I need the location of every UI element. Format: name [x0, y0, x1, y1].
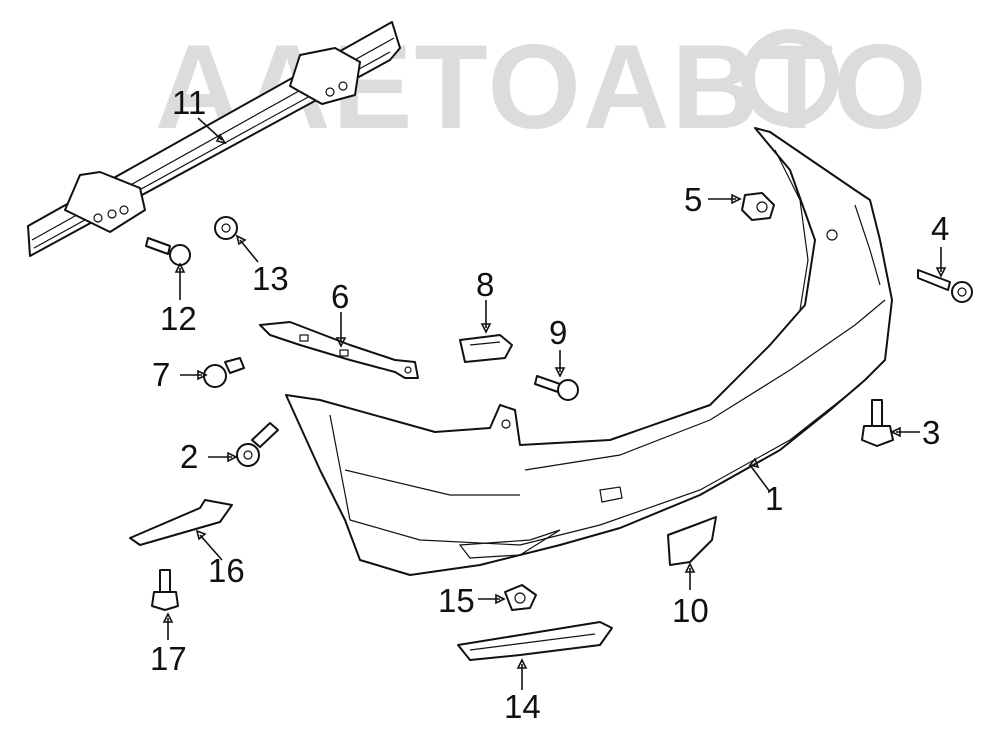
callout-2: 2: [180, 438, 198, 475]
part-13-nut[interactable]: [214, 216, 238, 240]
part-12-bolt[interactable]: [145, 237, 191, 266]
callout-16: 16: [208, 552, 245, 589]
callout-12: 12: [160, 300, 197, 337]
callout-labels: 1 2 3 4 5 6 7 8 9 10 11 12 13 14 15 16 1…: [150, 84, 949, 725]
callout-7: 7: [152, 356, 170, 393]
watermark-logo: AAETOABTO: [155, 20, 927, 154]
callout-5: 5: [684, 181, 702, 218]
callout-8: 8: [476, 266, 494, 303]
watermark-gear-icon: [741, 29, 839, 127]
part-7-clip[interactable]: [203, 357, 245, 388]
callout-3: 3: [922, 414, 940, 451]
callout-13: 13: [252, 260, 289, 297]
part-4-bolt[interactable]: [917, 269, 973, 303]
callout-14: 14: [504, 688, 541, 725]
leader-lines: [162, 117, 947, 690]
part-9-bolt[interactable]: [534, 375, 579, 401]
callout-1: 1: [765, 480, 783, 517]
callout-10: 10: [672, 592, 709, 629]
part-5-clip[interactable]: [741, 192, 775, 221]
part-10-bracket[interactable]: [667, 516, 717, 566]
part-3-bolt[interactable]: [861, 399, 894, 447]
part-17-bolt[interactable]: [151, 569, 179, 611]
part-16-deflector[interactable]: [129, 499, 233, 546]
part-15-nut[interactable]: [504, 584, 537, 611]
part-2-bolt[interactable]: [236, 422, 279, 467]
callout-9: 9: [549, 314, 567, 351]
part-8-module[interactable]: [459, 334, 513, 363]
callout-17: 17: [150, 640, 187, 677]
part-11-reinforcement-bar[interactable]: [27, 21, 401, 257]
part-14-reflector[interactable]: [457, 621, 613, 661]
callout-15: 15: [438, 582, 475, 619]
callout-4: 4: [931, 210, 949, 247]
callout-11: 11: [172, 84, 206, 121]
callout-6: 6: [331, 278, 349, 315]
part-6-bracket[interactable]: [259, 321, 419, 379]
part-1-bumper-cover[interactable]: [285, 127, 893, 576]
